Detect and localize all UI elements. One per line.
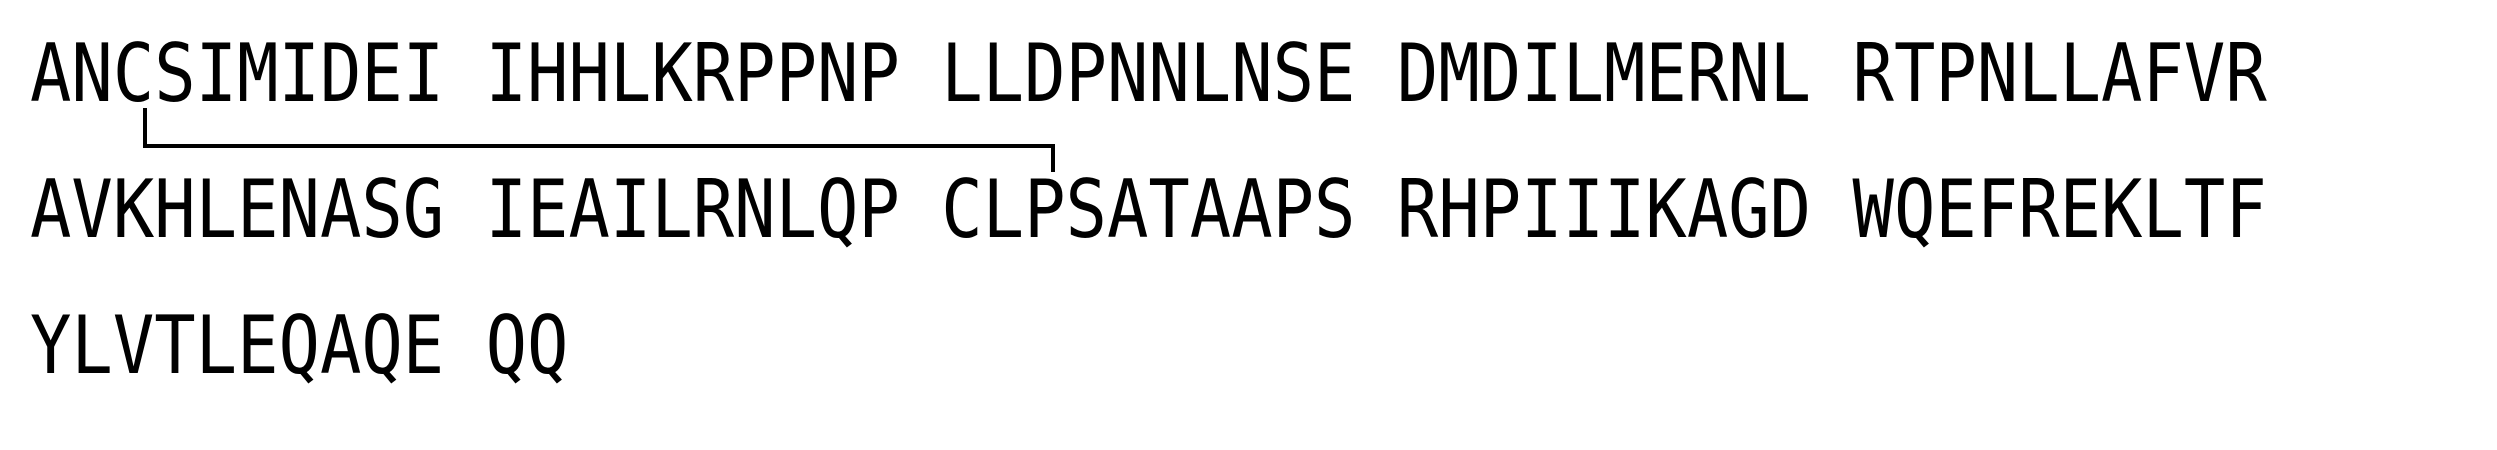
sequence-line-1: ANCSIMIDEI IHHLKRPPNP LLDPNNLNSE DMDILME… <box>30 27 2267 120</box>
sequence-line-2: AVKHLENASG IEAILRNLQP CLPSATAAPS RHPIIIK… <box>30 163 2267 256</box>
disulfide-bond-line <box>143 108 1055 172</box>
sequence-line-3: YLVTLEQAQE QQ <box>30 299 569 392</box>
